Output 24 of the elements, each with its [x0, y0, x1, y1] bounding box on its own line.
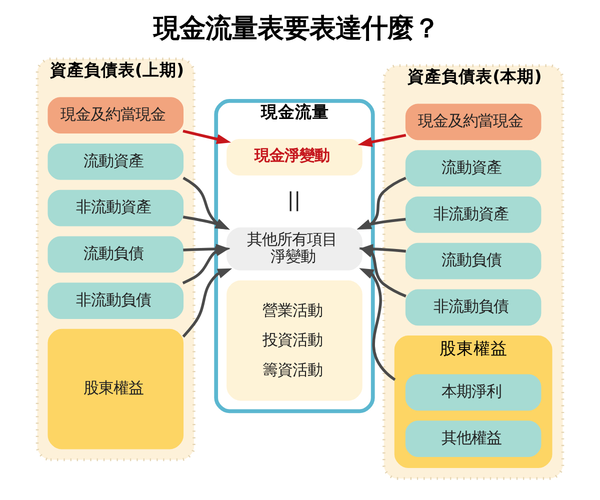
node-box: 現金淨變動 [226, 139, 362, 176]
arrow [182, 130, 232, 144]
node-box: 流動資產 [48, 143, 184, 180]
node-box: 營業活動 投資活動 籌資活動 [226, 280, 362, 401]
node-box: 本期淨利 [405, 374, 542, 411]
node-box: 其他所有項目淨變動 [226, 227, 362, 270]
node-box: 現金及約當現金 [405, 104, 542, 140]
node-box: 非流動負債 [405, 289, 542, 326]
node-box: 流動負債 [48, 236, 184, 273]
diagram-title: 現金流量表要表達什麼？ [154, 13, 440, 44]
node-box: 非流動資產 [48, 190, 184, 226]
node-box: 流動負債 [405, 242, 542, 280]
arrow [182, 268, 232, 338]
node-box: 非流動負債 [48, 282, 184, 319]
arrow [182, 216, 230, 230]
arrow [182, 176, 230, 230]
arrow [359, 268, 396, 381]
node-box: 流動資產 [405, 150, 542, 187]
node-box: 現金及約當現金 [48, 97, 184, 134]
label: || [287, 188, 301, 212]
node-box: 非流動資產 [405, 196, 542, 233]
arrow [358, 134, 406, 147]
node-box: 其他權益 [405, 420, 542, 457]
node-box: 股東權益 [48, 328, 184, 450]
